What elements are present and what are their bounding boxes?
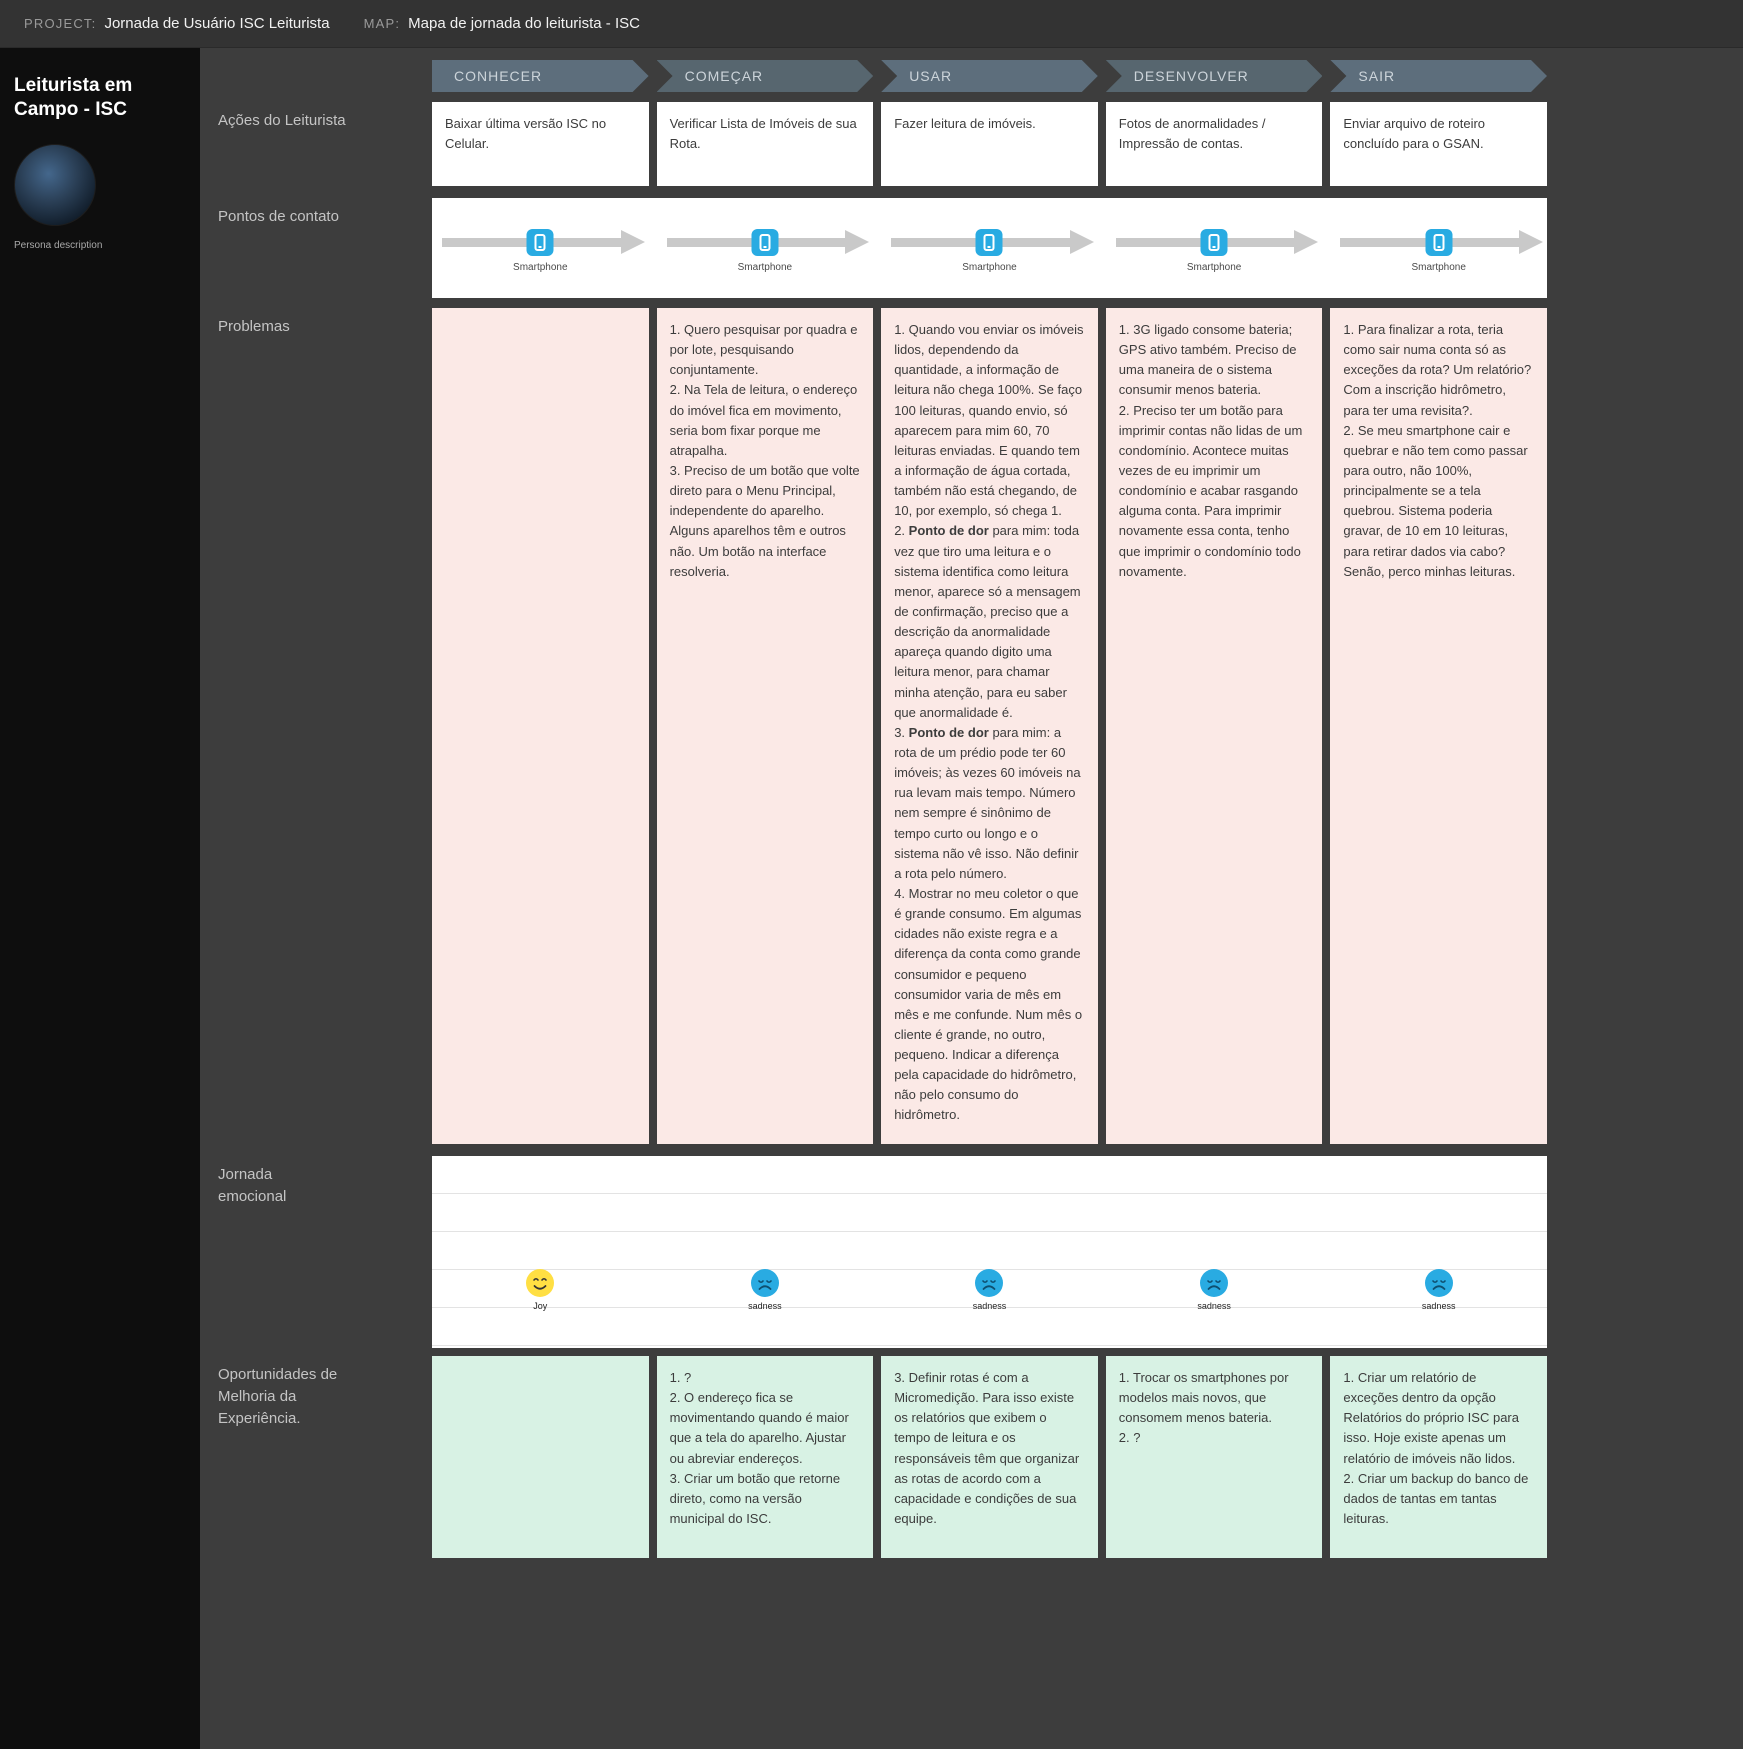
flow-arrow-head bbox=[845, 230, 870, 254]
emotion-point: Joy bbox=[432, 1156, 649, 1348]
emotional-journey-chart: Joy sadness bbox=[432, 1156, 1547, 1348]
stage-label: CONHECER bbox=[454, 68, 543, 84]
action-card[interactable]: Enviar arquivo de roteiro concluído para… bbox=[1330, 102, 1547, 186]
map-title: Mapa de jornada do leiturista - ISC bbox=[408, 15, 640, 32]
stage-header-row: CONHECER COMEÇAR USAR DESENVOLVER SAIR bbox=[200, 60, 1743, 92]
opportunity-card[interactable]: 1. ? 2. O endereço fica se movimentando … bbox=[656, 1356, 874, 1558]
row-label-actions: Ações do Leiturista bbox=[218, 112, 346, 129]
smartphone-icon[interactable] bbox=[751, 229, 779, 256]
problem-card[interactable]: 1. 3G ligado consome bateria; GPS ativo … bbox=[1105, 308, 1323, 1144]
touchpoints-band: Smartphone Smartphone Smartphone bbox=[432, 198, 1547, 298]
problems-row: Problemas 1. Quero pesquisar por quadra … bbox=[200, 308, 1743, 1144]
touchpoint-label: Smartphone bbox=[962, 262, 1017, 273]
emotion-label: sadness bbox=[1421, 1301, 1456, 1311]
touchpoint: Smartphone bbox=[657, 198, 874, 298]
stage-label: DESENVOLVER bbox=[1133, 68, 1249, 84]
action-card[interactable]: Fotos de anormalidades / Impressão de co… bbox=[1105, 102, 1323, 186]
row-label-opportunities: Oportunidades de Melhoria da Experiência… bbox=[218, 1366, 338, 1427]
touchpoint: Smartphone bbox=[881, 198, 1098, 298]
touchpoint-label: Smartphone bbox=[513, 262, 568, 273]
flow-arrow-head bbox=[620, 230, 645, 254]
sadness-face-icon[interactable] bbox=[974, 1268, 1004, 1298]
row-label-emotional: Jornada emocional bbox=[218, 1166, 287, 1205]
phone-glyph bbox=[759, 234, 771, 251]
project-label: PROJECT: bbox=[24, 16, 97, 31]
sadness-face-icon[interactable] bbox=[750, 1268, 780, 1298]
touchpoint: Smartphone bbox=[432, 198, 649, 298]
sadness-face-icon[interactable] bbox=[1424, 1268, 1454, 1298]
phone-glyph bbox=[1433, 234, 1445, 251]
persona-description-label: Persona description bbox=[14, 239, 103, 251]
touchpoint-label: Smartphone bbox=[1411, 262, 1466, 273]
row-label-touchpoints: Pontos de contato bbox=[218, 208, 339, 225]
persona-avatar-image[interactable] bbox=[14, 143, 96, 226]
stage-header-comecar[interactable]: COMEÇAR bbox=[657, 60, 874, 92]
emotion-label: sadness bbox=[972, 1301, 1007, 1311]
opportunity-card[interactable] bbox=[432, 1356, 649, 1558]
emotion-point: sadness bbox=[657, 1156, 874, 1348]
phone-glyph bbox=[983, 234, 995, 251]
stage-label: COMEÇAR bbox=[684, 68, 764, 84]
problem-card[interactable]: 1. Quero pesquisar por quadra e por lote… bbox=[656, 308, 874, 1144]
smartphone-icon[interactable] bbox=[1425, 229, 1453, 256]
opportunity-card[interactable]: 1. Criar um relatório de exceções dentro… bbox=[1330, 1356, 1547, 1558]
emotion-point: sadness bbox=[1106, 1156, 1323, 1348]
touchpoint-label: Smartphone bbox=[1186, 262, 1242, 273]
flow-arrow-head bbox=[1519, 230, 1543, 254]
problem-card[interactable] bbox=[432, 308, 649, 1144]
emotion-point: sadness bbox=[1330, 1156, 1547, 1348]
emotion-label: Joy bbox=[533, 1301, 548, 1311]
problem-card[interactable]: 1. Para finalizar a rota, teria como sai… bbox=[1330, 308, 1547, 1144]
action-card[interactable]: Verificar Lista de Imóveis de sua Rota. bbox=[656, 102, 874, 186]
emotional-journey-row: Jornada emocional bbox=[200, 1156, 1743, 1348]
phone-glyph bbox=[534, 234, 546, 251]
stage-header-sair[interactable]: SAIR bbox=[1330, 60, 1547, 92]
phone-glyph bbox=[1208, 234, 1220, 251]
project-title: Jornada de Usuário ISC Leiturista bbox=[104, 15, 330, 32]
row-label-problems: Problemas bbox=[218, 318, 290, 335]
opportunity-card[interactable]: 3. Definir rotas é com a Micromedição. P… bbox=[881, 1356, 1098, 1558]
problem-card[interactable]: 1. Quando vou enviar os imóveis lidos, d… bbox=[881, 308, 1098, 1144]
opportunity-card[interactable]: 1. Trocar os smartphones por modelos mai… bbox=[1105, 1356, 1323, 1558]
touchpoint: Smartphone bbox=[1106, 198, 1323, 298]
touchpoint: Smartphone bbox=[1330, 198, 1547, 298]
smartphone-icon[interactable] bbox=[975, 229, 1003, 256]
joy-face-icon[interactable] bbox=[525, 1268, 555, 1298]
sadness-face-icon[interactable] bbox=[1199, 1268, 1229, 1298]
flow-arrow-head bbox=[1294, 230, 1319, 254]
action-card[interactable]: Baixar última versão ISC no Celular. bbox=[432, 102, 649, 186]
stage-header-conhecer[interactable]: CONHECER bbox=[432, 60, 649, 92]
stage-header-usar[interactable]: USAR bbox=[881, 60, 1098, 92]
opportunities-row: Oportunidades de Melhoria da Experiência… bbox=[200, 1356, 1743, 1558]
smartphone-icon[interactable] bbox=[1200, 229, 1228, 256]
topbar: PROJECT: Jornada de Usuário ISC Leituris… bbox=[0, 0, 1743, 48]
action-card[interactable]: Fazer leitura de imóveis. bbox=[881, 102, 1098, 186]
emotion-label: sadness bbox=[1197, 1301, 1231, 1311]
smartphone-icon[interactable] bbox=[526, 229, 554, 256]
touchpoint-label: Smartphone bbox=[737, 262, 793, 273]
touchpoints-row: Pontos de contato Smartphone Smartphone bbox=[200, 198, 1743, 298]
flow-arrow-head bbox=[1069, 230, 1094, 254]
stage-label: SAIR bbox=[1358, 68, 1396, 84]
stage-header-desenvolver[interactable]: DESENVOLVER bbox=[1106, 60, 1323, 92]
map-label: MAP: bbox=[363, 16, 401, 31]
emotion-point: sadness bbox=[881, 1156, 1098, 1348]
actions-row: Ações do Leiturista Baixar última versão… bbox=[200, 102, 1743, 186]
row-label-spacer bbox=[200, 60, 432, 92]
persona-name: Leiturista em Campo - ISC bbox=[14, 75, 133, 120]
stage-label: USAR bbox=[909, 68, 953, 84]
persona-panel: Leiturista em Campo - ISC Persona descri… bbox=[0, 48, 200, 1749]
emotion-label: sadness bbox=[748, 1301, 782, 1311]
